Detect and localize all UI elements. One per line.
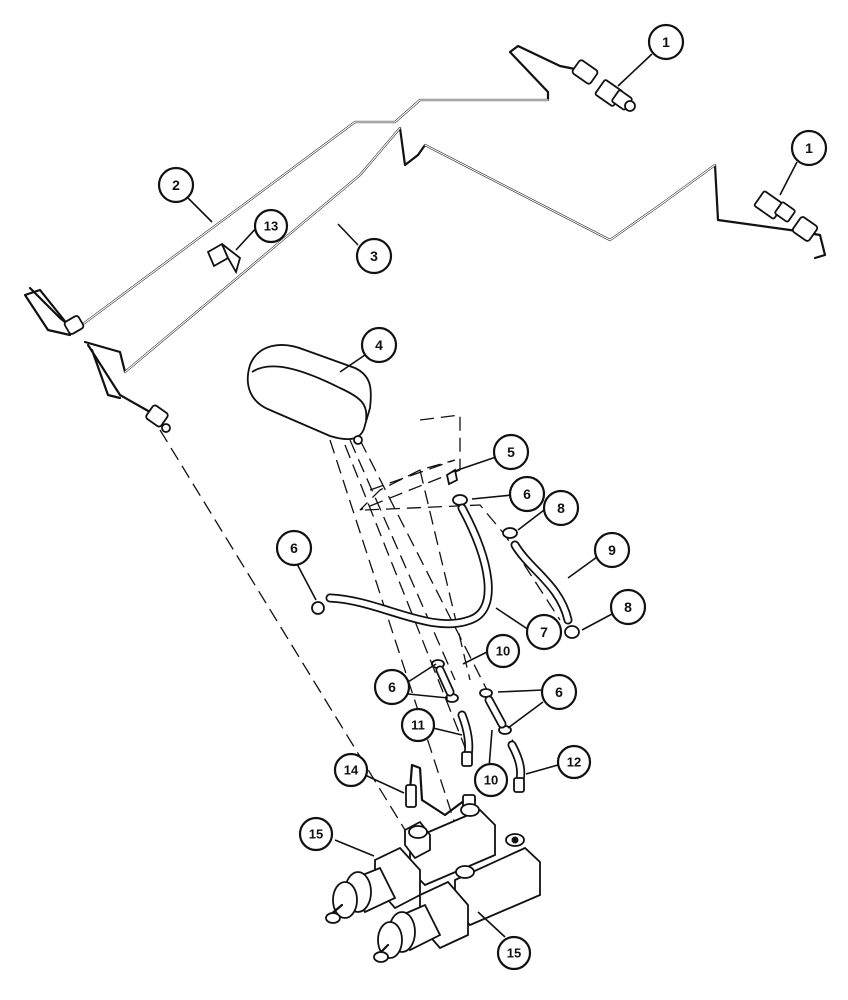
callout-2: 2 xyxy=(157,166,195,204)
pipe-nut-left-lower xyxy=(145,404,171,433)
hose-7 xyxy=(325,503,493,629)
callout-12: 12 xyxy=(556,744,592,780)
union-fitting-1-lower xyxy=(753,190,796,223)
callout-label: 13 xyxy=(264,219,278,234)
callout-6-top: 6 xyxy=(508,475,546,513)
callout-label: 1 xyxy=(662,34,670,50)
callout-14: 14 xyxy=(333,752,369,788)
leader-lines xyxy=(187,53,798,938)
hose-9 xyxy=(510,540,573,625)
callout-4: 4 xyxy=(360,326,398,364)
callout-11: 11 xyxy=(400,707,436,743)
callout-8-bottom: 8 xyxy=(609,588,647,626)
callout-label: 15 xyxy=(507,946,521,961)
brake-pipe-2 xyxy=(23,44,582,337)
callout-3: 3 xyxy=(355,237,393,275)
callout-6-mid-right: 6 xyxy=(540,673,578,711)
callout-7: 7 xyxy=(525,613,563,651)
callout-5: 5 xyxy=(492,433,530,471)
callout-label: 15 xyxy=(309,827,323,842)
callout-label: 3 xyxy=(370,248,378,264)
clamp-8-top xyxy=(502,527,518,539)
callout-label: 11 xyxy=(411,718,425,733)
clamp-6-top xyxy=(452,494,468,506)
callout-15-lower: 15 xyxy=(496,935,532,971)
brake-pipe-3 xyxy=(83,126,827,414)
pipe-fittings xyxy=(63,59,819,433)
callout-label: 10 xyxy=(484,773,498,788)
callout-label: 14 xyxy=(344,763,359,778)
pipe-nut-right-lower xyxy=(791,216,819,242)
callout-label: 6 xyxy=(290,540,298,556)
callout-label: 12 xyxy=(567,755,581,770)
callout-label: 10 xyxy=(496,644,510,659)
hose-10-right xyxy=(484,695,507,729)
hose-10-left xyxy=(435,665,455,697)
callout-9: 9 xyxy=(593,531,631,569)
master-cylinder-15-lower xyxy=(373,833,541,963)
elbow-11 xyxy=(457,710,474,767)
pipe-nut-right-upper xyxy=(571,59,599,85)
clamp-8-bottom xyxy=(564,625,580,639)
callout-label: 2 xyxy=(172,177,180,193)
callout-label: 7 xyxy=(540,624,548,640)
union-fitting-1-upper xyxy=(594,79,636,112)
fitting-5 xyxy=(445,468,459,486)
callout-15-upper: 15 xyxy=(298,816,334,852)
callout-8-top: 8 xyxy=(542,489,580,527)
callout-label: 6 xyxy=(555,684,563,700)
callout-1-lower: 1 xyxy=(790,129,828,167)
clamp-6-left xyxy=(311,601,325,615)
reservoir-4 xyxy=(246,344,372,445)
callout-label: 1 xyxy=(805,140,813,156)
callout-6-mid-left: 6 xyxy=(373,668,411,706)
callout-1-upper: 1 xyxy=(647,23,685,61)
callout-label: 8 xyxy=(557,500,565,516)
callout-13: 13 xyxy=(253,208,289,244)
pipe-clip-13 xyxy=(206,242,242,275)
callout-10-top: 10 xyxy=(485,633,521,669)
callout-10-bottom: 10 xyxy=(473,762,509,798)
callout-6-left: 6 xyxy=(275,529,313,567)
callout-label: 6 xyxy=(523,486,531,502)
callout-label: 4 xyxy=(375,337,383,353)
elbow-12 xyxy=(507,740,526,793)
pipe-nut-left-upper xyxy=(63,315,85,335)
callout-label: 9 xyxy=(608,542,616,558)
master-cylinder-15-upper xyxy=(325,803,496,924)
callout-label: 6 xyxy=(388,679,396,695)
callout-label: 8 xyxy=(624,599,632,615)
callout-label: 5 xyxy=(507,444,515,460)
